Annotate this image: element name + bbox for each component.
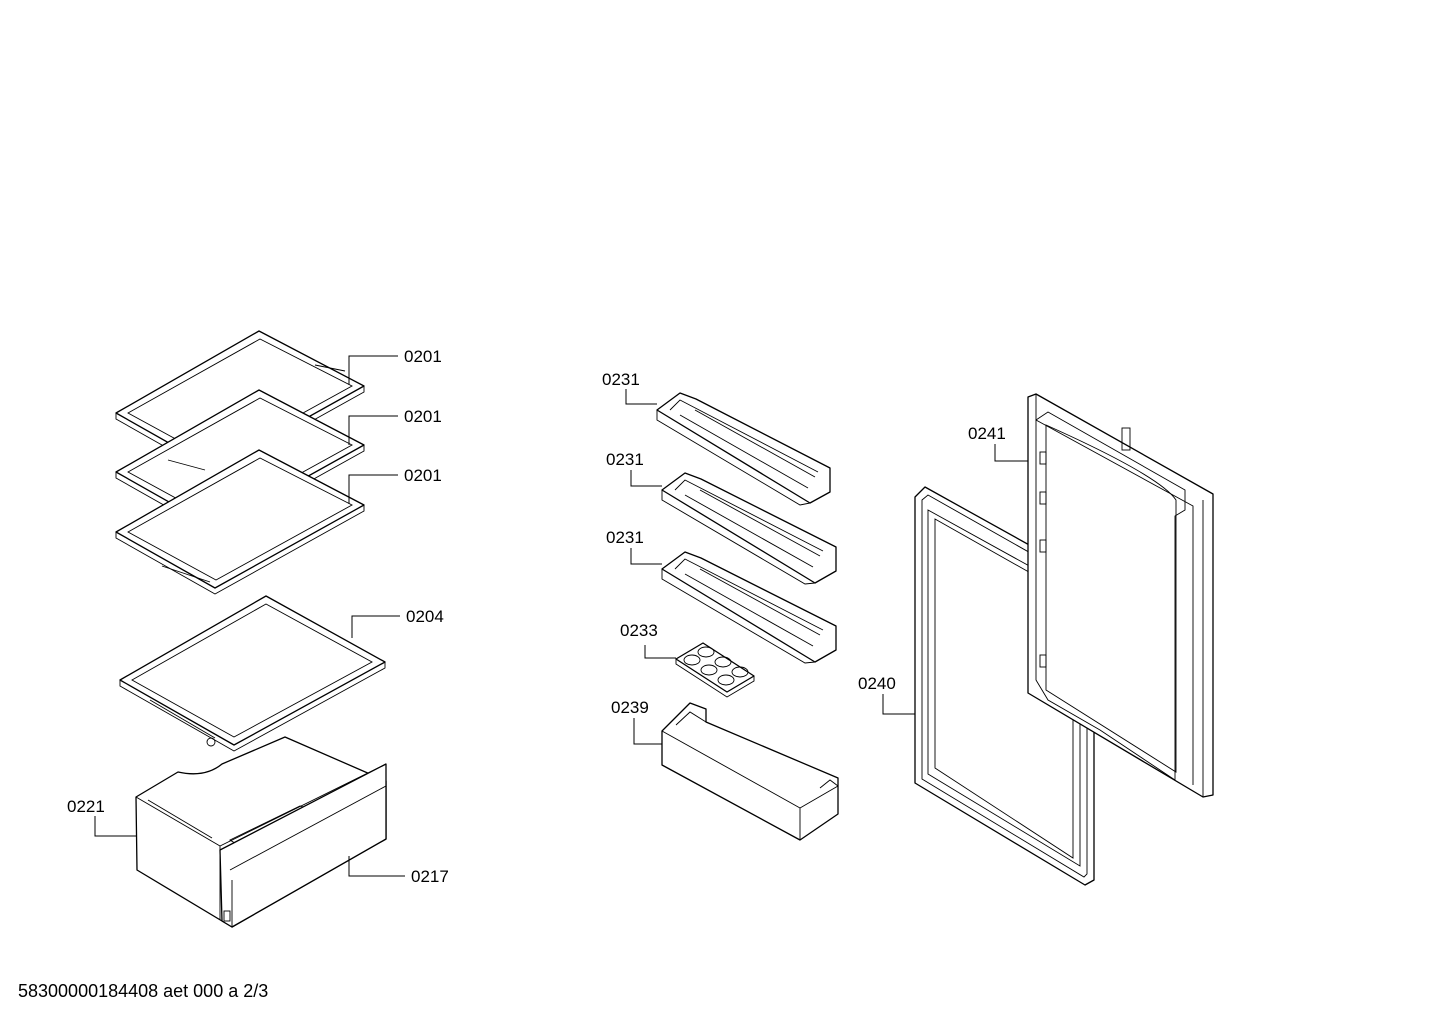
callout-label: 0231 xyxy=(606,528,644,547)
door-inner-liner xyxy=(1027,393,1214,798)
document-id-footer: 58300000184408 aet 000 a 2/3 xyxy=(18,981,269,1001)
callout-label: 0201 xyxy=(404,466,442,485)
callout-label: 0239 xyxy=(611,698,649,717)
leader-lines xyxy=(94,355,1028,877)
callout-label: 0221 xyxy=(67,797,105,816)
callout-label: 0217 xyxy=(411,867,449,886)
bottom-shelf xyxy=(119,595,386,752)
callout-label: 0231 xyxy=(606,450,644,469)
door-shelf-2 xyxy=(661,472,837,585)
callout-label: 0201 xyxy=(404,347,442,366)
bottle-shelf xyxy=(661,702,839,841)
callout-label: 0241 xyxy=(968,424,1006,443)
callout-labels: 0201 0201 0201 0204 0221 0217 0231 0231 … xyxy=(67,347,1006,886)
egg-tray xyxy=(675,642,755,698)
callout-label: 0201 xyxy=(404,407,442,426)
callout-label: 0231 xyxy=(602,370,640,389)
callout-label: 0240 xyxy=(858,674,896,693)
door-shelf-3 xyxy=(661,551,837,664)
callout-label: 0233 xyxy=(620,621,658,640)
door-shelf-1 xyxy=(656,392,831,506)
callout-label: 0204 xyxy=(406,607,444,626)
drawer-front xyxy=(219,763,387,928)
glass-shelf-3 xyxy=(115,449,365,595)
